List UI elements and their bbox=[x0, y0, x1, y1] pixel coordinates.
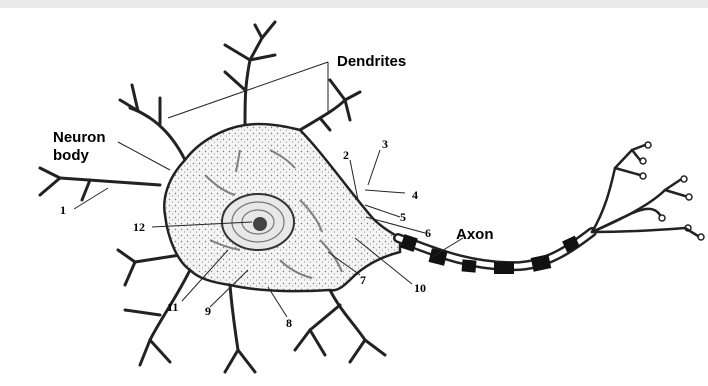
number-label-10: 10 bbox=[414, 281, 426, 295]
neuron-body-label-line1: Neuron bbox=[53, 129, 106, 146]
number-label-8: 8 bbox=[286, 316, 292, 330]
top-border bbox=[0, 0, 708, 8]
number-label-9: 9 bbox=[205, 304, 211, 318]
neuron-body-label-line2: body bbox=[53, 147, 89, 164]
number-label-12: 12 bbox=[133, 220, 145, 234]
number-label-5: 5 bbox=[400, 210, 406, 224]
nucleolus bbox=[253, 217, 267, 231]
number-label-2: 2 bbox=[343, 148, 349, 162]
number-label-7: 7 bbox=[360, 273, 366, 287]
number-label-6: 6 bbox=[425, 226, 431, 240]
number-label-3: 3 bbox=[382, 137, 388, 151]
dendrites-label: Dendrites bbox=[337, 53, 406, 70]
number-label-11: 11 bbox=[167, 300, 178, 314]
number-label-4: 4 bbox=[412, 188, 418, 202]
axon-label: Axon bbox=[456, 226, 494, 243]
number-label-1: 1 bbox=[60, 203, 66, 217]
